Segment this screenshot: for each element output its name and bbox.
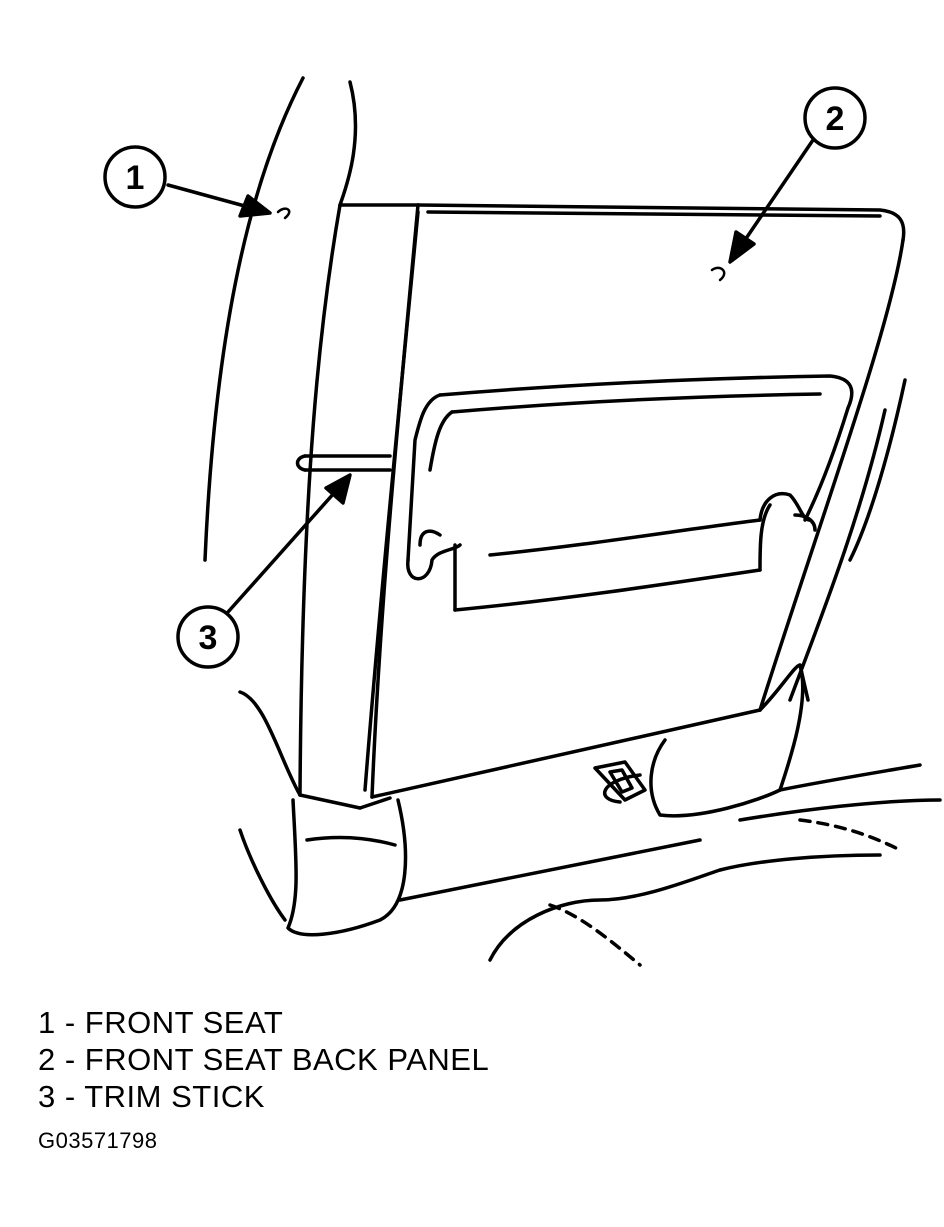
callout-3-number: 3 <box>199 619 218 657</box>
callout-1-number: 1 <box>126 159 145 197</box>
callout-3 <box>176 473 352 669</box>
trim-stick <box>295 454 392 472</box>
callout-1 <box>103 145 291 220</box>
callout-2 <box>710 86 867 282</box>
legend-item-trim-stick: 3 - TRIM STICK <box>38 1079 265 1114</box>
callout-1-arrow <box>166 183 254 210</box>
callout-3-arrow <box>226 490 337 614</box>
seat-back-panel-illustration: 1 2 3 <box>103 76 942 967</box>
callout-2-number: 2 <box>826 100 845 138</box>
legend: 1 - FRONT SEAT 2 - FRONT SEAT BACK PANEL… <box>38 1004 489 1115</box>
figure-id: G03571798 <box>38 1128 158 1153</box>
rear-seat-cushion <box>398 378 942 967</box>
legend-item-front-seat: 1 - FRONT SEAT <box>38 1005 284 1040</box>
legend-item-front-seat-back-panel: 2 - FRONT SEAT BACK PANEL <box>38 1042 490 1077</box>
front-seat <box>203 76 408 937</box>
front-seat-back-panel <box>338 203 906 799</box>
callout-2-arrow <box>743 138 815 242</box>
